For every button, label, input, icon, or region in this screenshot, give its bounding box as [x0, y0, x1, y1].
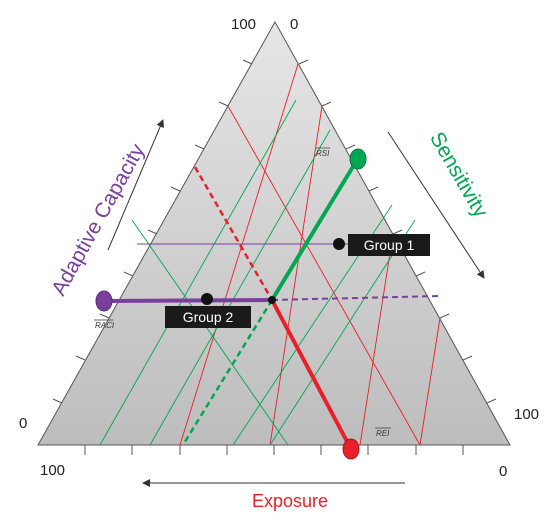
rsi-label: RSI [316, 149, 330, 158]
tick-marks [52, 59, 497, 455]
sensitivity-title: Sensitivity [425, 128, 492, 222]
sensitivity-dashed-line [181, 299, 274, 446]
group2-label: Group 2 [183, 309, 234, 325]
ternary-triangle [37, 20, 511, 446]
exposure-grid-lines [179, 63, 441, 446]
group1-label-box [348, 234, 430, 256]
group1-point [333, 238, 345, 250]
corner-label-left-side: 0 [19, 415, 27, 432]
corner-label-right-side: 100 [514, 406, 539, 423]
raci-label: RACI [95, 321, 115, 330]
rei-point [342, 438, 360, 460]
centroid-point [268, 296, 276, 304]
adaptive-dashed-line [271, 295, 441, 301]
sensitivity-arrow [387, 131, 485, 279]
corner-label-top-right: 0 [290, 16, 298, 33]
raci-point [95, 290, 113, 312]
exposure-line [270, 299, 353, 450]
corner-label-top-left: 100 [231, 16, 256, 33]
group1-label: Group 1 [364, 237, 415, 253]
group2-label-box [165, 306, 251, 328]
corner-label-bottom-right: 0 [499, 463, 507, 480]
adaptive-capacity-arrow [107, 119, 164, 251]
adaptive-capacity-line [103, 298, 273, 303]
corner-label-bottom-left: 100 [40, 462, 65, 479]
rsi-point [349, 148, 367, 170]
group2-point [201, 293, 213, 305]
sensitivity-line [270, 158, 359, 302]
exposure-title: Exposure [252, 491, 328, 511]
exposure-dashed-line [193, 166, 274, 301]
rei-label: REI [376, 429, 390, 438]
